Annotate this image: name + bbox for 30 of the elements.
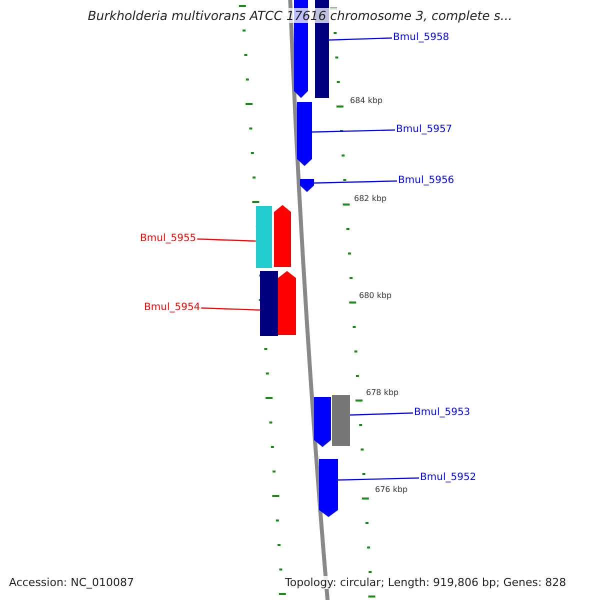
- gene-label: Bmul_5958: [393, 32, 450, 44]
- gene-label: Bmul_5956: [398, 175, 454, 187]
- gene-label: Bmul_5954: [144, 302, 200, 314]
- gene-label: Bmul_5957: [396, 124, 452, 136]
- scale-label: 676 kbp: [375, 485, 408, 495]
- leader-line: [312, 129, 396, 133]
- scale-label: 684 kbp: [350, 96, 383, 106]
- leader-line: [338, 477, 420, 481]
- leader-line: [314, 180, 398, 184]
- gene-feature: [314, 397, 331, 447]
- gene-feature: [300, 179, 314, 192]
- footer-text: Topology: circular; Length: 919,806 bp; Genes: 828: [285, 576, 566, 589]
- footer-text: Accession: NC_010087: [9, 576, 134, 589]
- gene-feature: [319, 459, 338, 517]
- gene-label: Bmul_5953: [414, 407, 470, 419]
- gene-feature: [256, 206, 272, 268]
- leader-line: [328, 37, 392, 41]
- gene-feature: [278, 271, 296, 335]
- gene-feature: [274, 205, 291, 267]
- leader-line: [201, 307, 260, 311]
- gene-feature: [332, 395, 350, 446]
- scale-label: 682 kbp: [354, 194, 387, 204]
- gene-feature: [260, 271, 278, 336]
- leader-line: [197, 238, 256, 242]
- gene-label: Bmul_5955: [140, 233, 196, 245]
- scale-label: 678 kbp: [366, 388, 399, 398]
- gene-feature: [297, 102, 312, 166]
- scale-label: 680 kbp: [359, 291, 392, 301]
- gene-label: Bmul_5952: [420, 472, 476, 484]
- leader-line: [350, 412, 414, 416]
